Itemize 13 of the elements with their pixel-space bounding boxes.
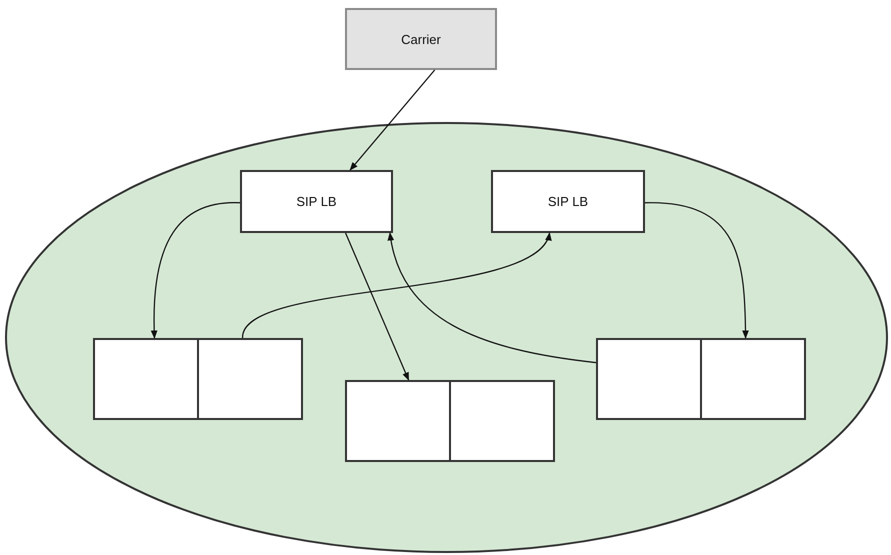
load-balancer-box bbox=[240, 170, 393, 233]
arrow bbox=[644, 202, 749, 339]
arrow bbox=[242, 232, 550, 338]
carrier-box bbox=[345, 8, 497, 70]
node-label: SIP LB bbox=[548, 194, 588, 209]
node-label: Carrier bbox=[401, 32, 441, 46]
load-balancer-box bbox=[491, 170, 645, 233]
cluster-ellipse bbox=[5, 122, 888, 553]
arrow bbox=[151, 202, 240, 339]
arrow bbox=[350, 70, 436, 171]
arrow bbox=[345, 232, 410, 381]
arrow bbox=[388, 232, 596, 364]
node-label: SIP LB bbox=[296, 194, 337, 209]
